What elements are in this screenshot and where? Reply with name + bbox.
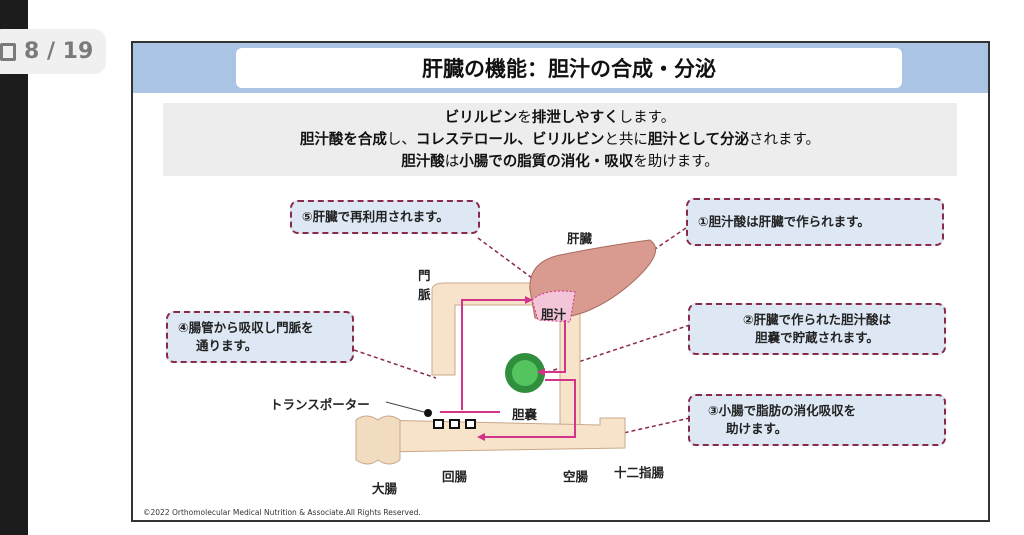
callout-text: ①胆汁酸は肝臓で作られます。	[698, 214, 870, 229]
label-colon: 大腸	[372, 481, 398, 496]
intro-text: されます。	[749, 132, 821, 148]
intro-text: は	[444, 154, 460, 170]
callout-text: ⑤肝臓で再利用されます。	[302, 209, 449, 224]
intro-text: 排泄しやすく	[531, 110, 619, 126]
gallbladder-inner	[512, 360, 538, 386]
arrow-head	[525, 296, 533, 304]
intro-line: 胆汁酸は小腸での脂質の消化・吸収を助けます。	[163, 151, 957, 173]
viewer-sidebar	[0, 0, 28, 535]
arrow-head	[477, 433, 485, 441]
bile-duct	[559, 304, 581, 426]
intro-text: を助けます。	[633, 154, 719, 170]
label-gallbladder: 胆嚢	[512, 407, 538, 422]
callout-4: ④腸管から吸収し門脈を通ります。	[166, 311, 354, 363]
callout-5: ⑤肝臓で再利用されます。	[290, 200, 480, 234]
callout-text: ③小腸で脂肪の消化吸収を	[708, 403, 857, 418]
intro-text: 胆汁として分泌	[647, 132, 749, 148]
transporter-icon	[433, 419, 444, 429]
callout-text: 助けます。	[726, 421, 788, 436]
intro-text: します。	[618, 110, 676, 126]
connector-4	[353, 349, 437, 379]
arrow-head	[537, 368, 545, 376]
label-portal-1: 門	[418, 268, 431, 283]
transporter-icon	[465, 419, 476, 429]
connector-2	[547, 324, 691, 373]
intro-text: コレステロール、ビリルビン	[415, 132, 605, 148]
intro-text: 小腸での脂質の消化・吸収	[459, 154, 634, 170]
intro-text: し、	[386, 132, 416, 148]
callout-2: ②肝臓で作られた胆汁酸は胆嚢で貯蔵されます。	[688, 303, 946, 355]
intro-text: 胆汁酸を合成	[299, 132, 387, 148]
callout-1: ①胆汁酸は肝臓で作られます。	[686, 198, 944, 246]
intro-line: 胆汁酸を合成し、コレステロール、ビリルビンと共に胆汁として分泌されます。	[163, 129, 957, 151]
label-portal-2: 脈	[418, 287, 431, 302]
label-duodenum: 十二指腸	[614, 465, 665, 480]
intro-line: ビリルビンを排泄しやすくします。	[163, 107, 957, 129]
intro-text: 胆汁酸	[401, 154, 445, 170]
transporter-icon	[449, 419, 460, 429]
label-bile: 胆汁	[541, 307, 567, 322]
intro-text: ビリルビン	[444, 110, 518, 126]
callout-3: ③小腸で脂肪の消化吸収を助けます。	[688, 394, 946, 446]
transporter-pointer	[385, 401, 425, 413]
label-transporter: トランスポーター	[270, 397, 370, 412]
callout-text: ④腸管から吸収し門脈を	[178, 320, 314, 335]
intro-box: ビリルビンを排泄しやすくします。胆汁酸を合成し、コレステロール、ビリルビンと共に…	[163, 103, 957, 176]
intro-text: を	[517, 110, 532, 126]
copyright: ©2022 Orthomolecular Medical Nutrition &…	[143, 508, 421, 517]
transporter-dot	[424, 409, 432, 417]
slide-title: 肝臓の機能：胆汁の合成・分泌	[236, 48, 902, 88]
storage-arrow	[545, 320, 566, 373]
secretion-arrow	[485, 379, 576, 438]
callout-text: 通ります。	[196, 338, 258, 353]
page-indicator[interactable]: 8 / 19	[0, 29, 106, 74]
page-number: 8 / 19	[24, 39, 94, 64]
label-liver: 肝臓	[567, 231, 593, 246]
page-icon	[0, 42, 16, 61]
label-ileum: 回腸	[442, 469, 468, 484]
bile-area	[531, 290, 576, 323]
connector-5	[477, 237, 533, 279]
intro-text: と共に	[604, 132, 648, 148]
colon	[355, 415, 401, 465]
label-jejunum: 空腸	[563, 469, 589, 484]
return-arrow	[461, 299, 525, 410]
callout-text: 胆嚢で貯蔵されます。	[755, 330, 879, 345]
callout-text: ②肝臓で作られた胆汁酸は	[742, 312, 892, 327]
